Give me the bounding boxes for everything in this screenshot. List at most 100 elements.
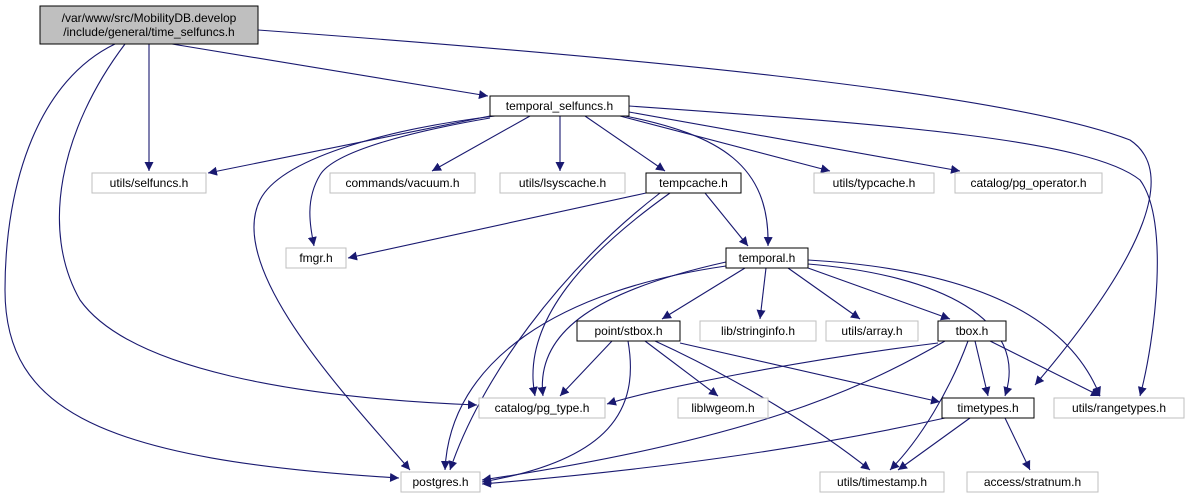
node-label: timetypes.h (957, 401, 1018, 415)
node-point-stbox[interactable]: point/stbox.h (576, 320, 681, 342)
edge-root-to-timetypes (257, 29, 1152, 386)
edge-path (628, 105, 1158, 397)
node-label: postgres.h (412, 475, 468, 489)
node-box (813, 172, 935, 194)
edge-path (4, 43, 400, 482)
edge-tempcache-to-fmgr (347, 192, 647, 261)
node-box (937, 320, 1007, 342)
node-box (1053, 397, 1185, 419)
node-label: utils/selfuncs.h (110, 176, 189, 190)
node-box (677, 397, 769, 419)
edge-timetypes-to-access_stratnum (1004, 417, 1031, 471)
node-fmgr[interactable]: fmgr.h (285, 247, 347, 269)
edge-path (58, 43, 478, 410)
edge-tbox-to-utils_timestamp (889, 340, 969, 471)
node-liblwgeom[interactable]: liblwgeom.h (677, 397, 769, 419)
edge-temporal-to-tbox (807, 267, 951, 321)
node-label: catalog/pg_type.h (495, 401, 590, 415)
node-label: access/stratnum.h (984, 475, 1081, 489)
edge-path (481, 417, 946, 488)
edge-point_stbox-to-liblwgeom (644, 340, 719, 397)
edge-path (787, 267, 861, 320)
node-utils-selfuncs[interactable]: utils/selfuncs.h (91, 172, 207, 194)
node-postgres[interactable]: postgres.h (400, 471, 481, 493)
edge-path (661, 267, 746, 320)
edge-path (807, 263, 1013, 397)
node-label: temporal.h (739, 251, 796, 265)
node-temporal-selfuncs[interactable]: temporal_selfuncs.h (489, 95, 630, 117)
node-access-stratnum[interactable]: access/stratnum.h (966, 471, 1099, 493)
edge-path (756, 267, 767, 320)
edge-path (440, 265, 727, 471)
edge-path (619, 115, 831, 174)
edge-path (307, 117, 491, 247)
edge-temporal-to-utils_rangetypes (807, 259, 1101, 397)
edge-temporal-to-timetypes (807, 263, 1013, 397)
edge-tbox-to-postgres (481, 340, 946, 484)
node-label: tempcache.h (659, 176, 728, 190)
node-box (819, 471, 945, 493)
node-box (645, 172, 742, 194)
edge-path (989, 340, 1101, 397)
edge-temporal_selfuncs-to-commands_vacuum (431, 115, 531, 172)
node-catalog-pg-operator[interactable]: catalog/pg_operator.h (954, 172, 1103, 194)
node-box (39, 5, 259, 45)
edge-tbox-to-timetypes (974, 340, 991, 397)
node-box (941, 397, 1035, 419)
edge-root-to-postgres (4, 43, 400, 482)
edge-timetypes-to-postgres (481, 417, 946, 488)
edge-temporal_selfuncs-to-utils_rangetypes (628, 105, 1158, 397)
edge-path (807, 267, 951, 321)
edge-temporal_selfuncs-to-fmgr (307, 117, 491, 247)
edge-path (679, 342, 941, 405)
edge-path (654, 340, 871, 471)
edge-tbox-to-catalog_pg_type (606, 342, 939, 406)
edge-path (481, 340, 946, 484)
edge-point_stbox-to-catalog_pg_type (559, 340, 613, 397)
edge-point_stbox-to-timetypes (679, 342, 941, 405)
node-tbox[interactable]: tbox.h (937, 320, 1007, 342)
edge-temporal-to-lib_stringinfo (756, 267, 767, 320)
node-label: /include/general/time_selfuncs.h (63, 25, 234, 39)
node-label: utils/typcache.h (833, 176, 916, 190)
node-lib-stringinfo[interactable]: lib/stringinfo.h (699, 320, 817, 342)
node-utils-array[interactable]: utils/array.h (825, 320, 919, 342)
node-box (499, 172, 626, 194)
edge-temporal_selfuncs-to-catalog_pg_operator (628, 111, 961, 174)
edge-path (253, 115, 496, 471)
edge-path (704, 192, 749, 247)
node-box (489, 95, 630, 117)
edge-path (889, 340, 969, 471)
edge-path (897, 417, 971, 471)
edge-path (807, 259, 1101, 397)
edge-path (559, 340, 613, 397)
node-temporal[interactable]: temporal.h (725, 247, 809, 269)
node-box (576, 320, 681, 342)
node-label: temporal_selfuncs.h (506, 99, 613, 113)
node-label: /var/www/src/MobilityDB.develop (62, 11, 237, 25)
node-utils-timestamp[interactable]: utils/timestamp.h (819, 471, 945, 493)
node-commands-vacuum[interactable]: commands/vacuum.h (329, 172, 476, 194)
node-box (91, 172, 207, 194)
edge-root-to-temporal_selfuncs (171, 43, 489, 99)
node-box (825, 320, 919, 342)
node-utils-typcache[interactable]: utils/typcache.h (813, 172, 935, 194)
node-timetypes[interactable]: timetypes.h (941, 397, 1035, 419)
node-root[interactable]: /var/www/src/MobilityDB.develop/include/… (39, 5, 259, 45)
node-box (329, 172, 476, 194)
edge-path (207, 115, 491, 176)
node-label: utils/timestamp.h (837, 475, 927, 489)
node-label: utils/lsyscache.h (519, 176, 606, 190)
node-label: point/stbox.h (594, 324, 662, 338)
edge-temporal_selfuncs-to-postgres (253, 115, 496, 471)
node-label: liblwgeom.h (691, 401, 754, 415)
node-tempcache[interactable]: tempcache.h (645, 172, 742, 194)
node-catalog-pg-type[interactable]: catalog/pg_type.h (478, 397, 606, 419)
node-label: commands/vacuum.h (345, 176, 459, 190)
edge-temporal-to-utils_array (787, 267, 861, 320)
node-utils-lsyscache[interactable]: utils/lsyscache.h (499, 172, 626, 194)
node-utils-rangetypes[interactable]: utils/rangetypes.h (1053, 397, 1185, 419)
edge-path (1004, 417, 1031, 471)
edge-path (448, 192, 661, 471)
dependency-edges (4, 29, 1158, 488)
